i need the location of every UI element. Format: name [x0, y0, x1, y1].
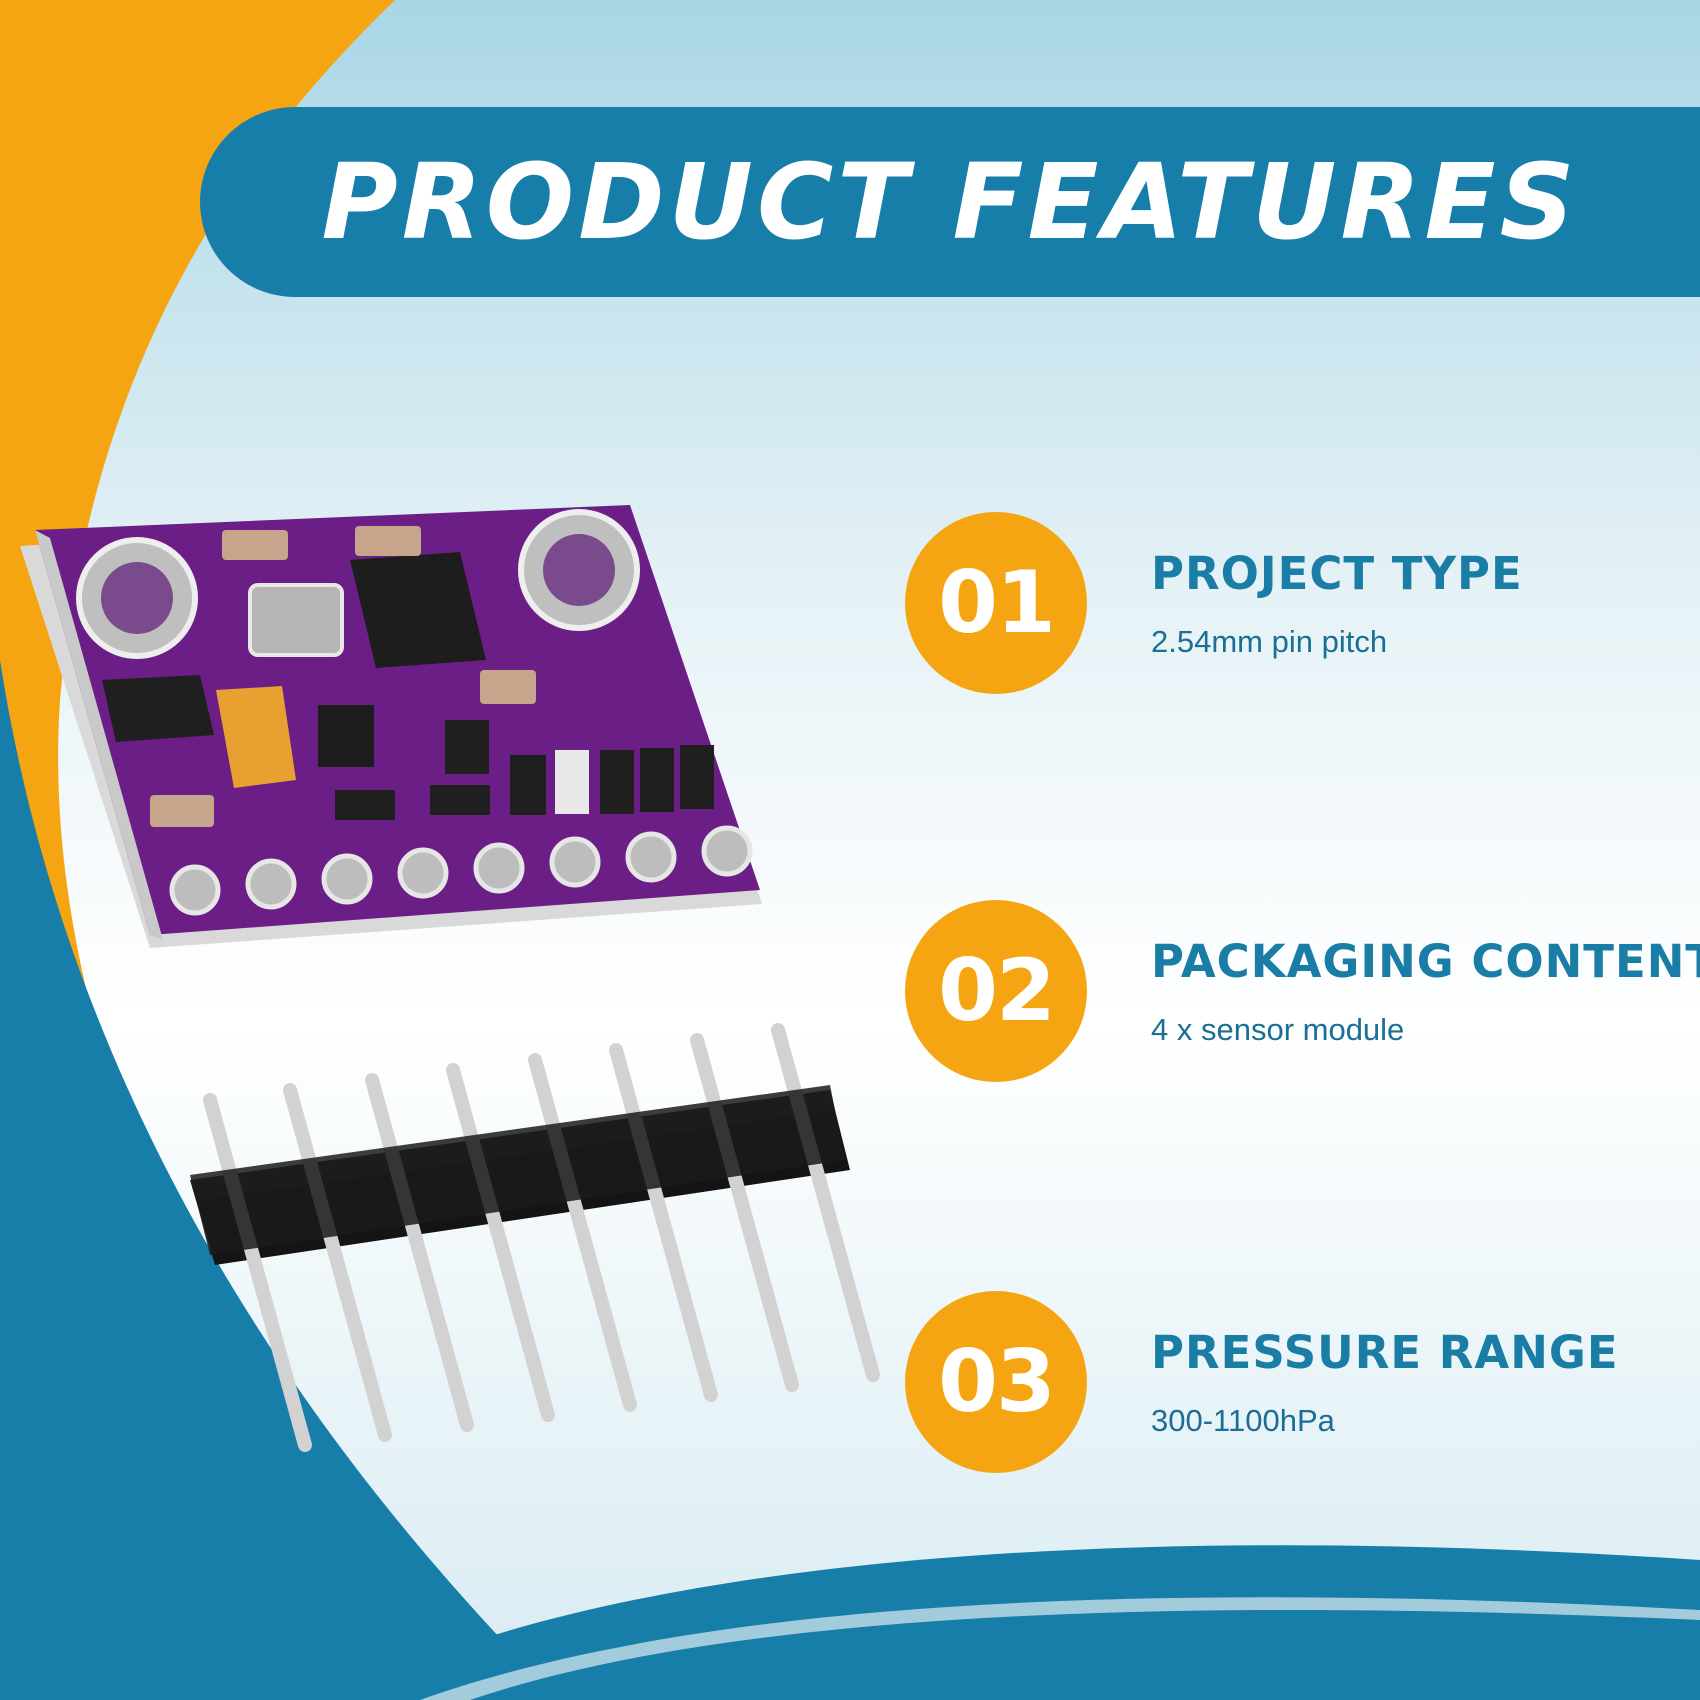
pressure-sensor-chip [350, 552, 486, 668]
feature-number-2: 02 [938, 941, 1056, 1041]
feature-item-3: 03 PRESSURE RANGE 300-1100hPa [905, 1291, 1695, 1491]
tantalum-capacitor [216, 686, 296, 788]
regulator-chip [102, 675, 214, 742]
feature-description-2: 4 x sensor module [1151, 1012, 1405, 1047]
bottom-highlight [420, 1597, 1700, 1700]
pcb-pin-pads [169, 825, 753, 916]
feature-badge-1: 01 [905, 512, 1087, 694]
pin-header [190, 1023, 880, 1452]
feature-item-2: 02 PACKAGING CONTENT 4 x sensor module [905, 900, 1700, 1100]
feature-number-3: 03 [938, 1332, 1056, 1432]
feature-badge-2: 02 [905, 900, 1087, 1082]
feature-item-1: 01 PROJECT TYPE 2.54mm pin pitch [905, 512, 1695, 712]
feature-description-3: 300-1100hPa [1151, 1403, 1335, 1438]
blue-swoosh-bottom [330, 1545, 1700, 1700]
pcb-board [20, 505, 762, 948]
sensor-can [248, 583, 344, 657]
feature-number-1: 01 [938, 553, 1056, 653]
feature-title-1: PROJECT TYPE [1151, 547, 1523, 600]
feature-badge-3: 03 [905, 1291, 1087, 1473]
feature-description-1: 2.54mm pin pitch [1151, 624, 1388, 659]
feature-title-2: PACKAGING CONTENT [1151, 935, 1700, 988]
feature-title-3: PRESSURE RANGE [1151, 1326, 1619, 1379]
page-title: PRODUCT FEATURES [321, 141, 1579, 263]
title-banner: PRODUCT FEATURES [200, 107, 1700, 297]
blue-swoosh-left [0, 660, 560, 1700]
